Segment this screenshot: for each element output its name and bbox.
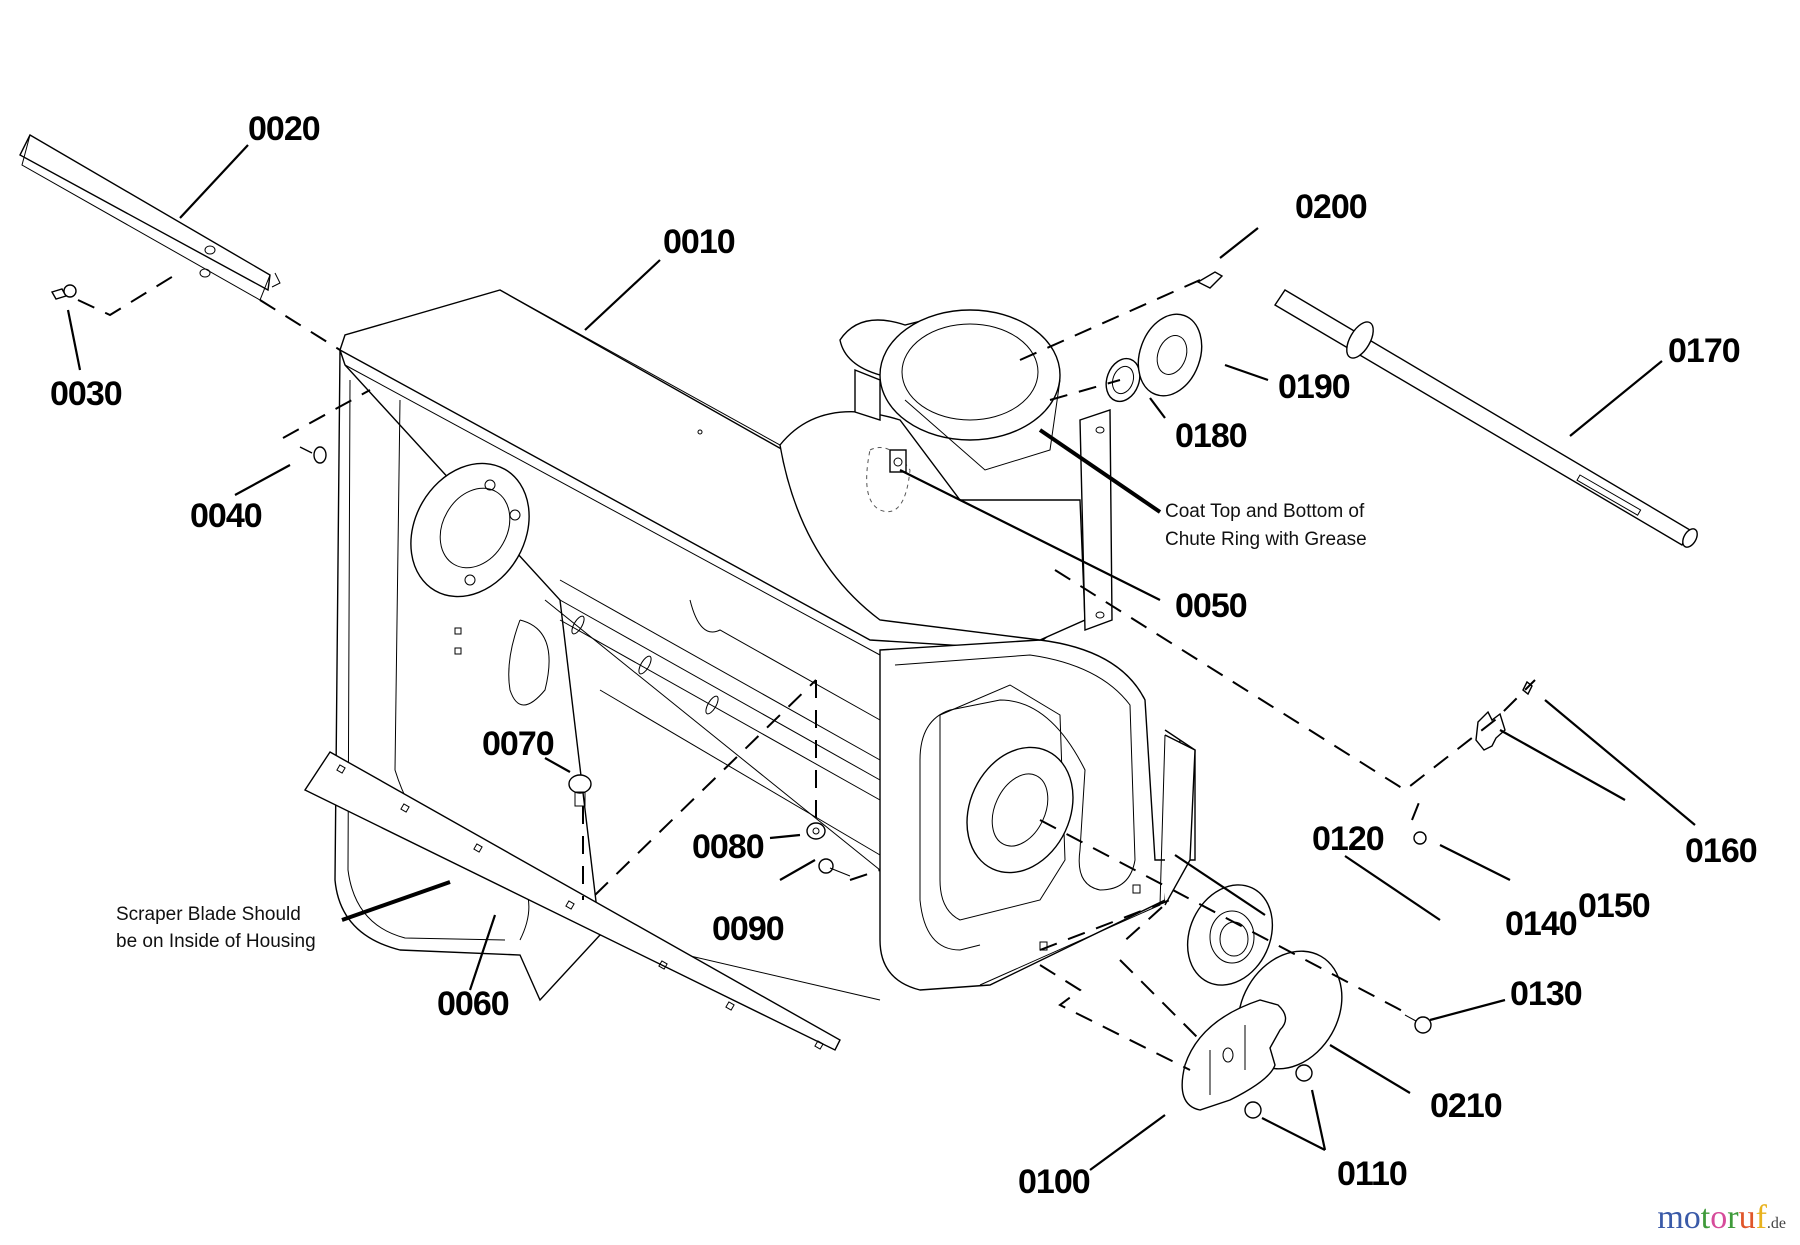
leader-lines xyxy=(66,144,1696,1171)
label-0050: 0050 xyxy=(1175,587,1247,625)
label-0010: 0010 xyxy=(663,223,735,261)
label-0160: 0160 xyxy=(1685,832,1757,870)
label-0090: 0090 xyxy=(712,910,784,948)
note-scraper-blade: Scraper Blade Should be on Inside of Hou… xyxy=(116,904,316,952)
label-0080: 0080 xyxy=(692,828,764,866)
note-scraper-blade-line2: be on Inside of Housing xyxy=(116,931,316,952)
label-0150: 0150 xyxy=(1578,887,1650,925)
label-0170: 0170 xyxy=(1668,332,1740,370)
label-0060: 0060 xyxy=(437,985,509,1023)
note-chute-grease: Coat Top and Bottom of Chute Ring with G… xyxy=(1165,501,1367,550)
part-0140-nut xyxy=(1413,831,1427,845)
label-0030: 0030 xyxy=(50,375,122,413)
label-0120: 0120 xyxy=(1312,820,1384,858)
part-0040-bolt xyxy=(299,446,327,464)
label-0110: 0110 xyxy=(1337,1155,1407,1193)
label-0180: 0180 xyxy=(1175,417,1247,455)
label-0100: 0100 xyxy=(1018,1163,1090,1201)
assembly-lines xyxy=(77,274,1536,1071)
watermark-letter: t xyxy=(1700,1199,1711,1236)
label-0040: 0040 xyxy=(190,497,262,535)
label-0190: 0190 xyxy=(1278,368,1350,406)
label-0140: 0140 xyxy=(1505,905,1577,943)
part-0100-skid-shoe xyxy=(1181,999,1287,1111)
part-0150-wing-bracket xyxy=(1475,710,1506,751)
part-0010-auger-housing xyxy=(334,289,1196,1002)
part-0090-screw xyxy=(818,858,851,877)
label-0200: 0200 xyxy=(1295,188,1367,226)
watermark-letter: o xyxy=(1710,1199,1728,1236)
label-0070: 0070 xyxy=(482,725,554,763)
watermark-logo: motoruf.de xyxy=(1657,1201,1786,1235)
watermark-letter: u xyxy=(1738,1199,1756,1236)
part-0190-flange xyxy=(1137,313,1203,397)
part-0200-grease-fitting xyxy=(1196,271,1224,289)
label-0130: 0130 xyxy=(1510,975,1582,1013)
note-chute-grease-line2: Chute Ring with Grease xyxy=(1165,529,1367,550)
watermark-letter: r xyxy=(1727,1199,1739,1236)
part-0070-carriage-bolt xyxy=(568,774,592,807)
watermark-letter: f xyxy=(1755,1199,1767,1236)
part-0060-scraper-blade xyxy=(303,751,841,1051)
part-0080-washer xyxy=(806,822,826,840)
watermark-letter: o xyxy=(1683,1199,1701,1236)
note-chute-grease-line1: Coat Top and Bottom of xyxy=(1165,501,1365,522)
watermark-tld: .de xyxy=(1766,1215,1786,1232)
part-labels: 0020 0030 0010 0040 0050 0060 0070 0080 … xyxy=(50,110,1758,1201)
label-0210: 0210 xyxy=(1430,1087,1502,1125)
part-0170-auger-shaft xyxy=(1274,289,1698,548)
watermark-letter: m xyxy=(1657,1199,1684,1236)
part-0180-bushing xyxy=(1105,357,1141,403)
part-0130-bolt xyxy=(1404,1014,1432,1034)
label-0020: 0020 xyxy=(248,110,320,148)
part-0020-deflector xyxy=(19,134,281,301)
part-0030-wing-nut xyxy=(50,284,77,300)
part-0110-nuts xyxy=(1244,1064,1313,1119)
note-scraper-blade-line1: Scraper Blade Should xyxy=(116,904,301,925)
